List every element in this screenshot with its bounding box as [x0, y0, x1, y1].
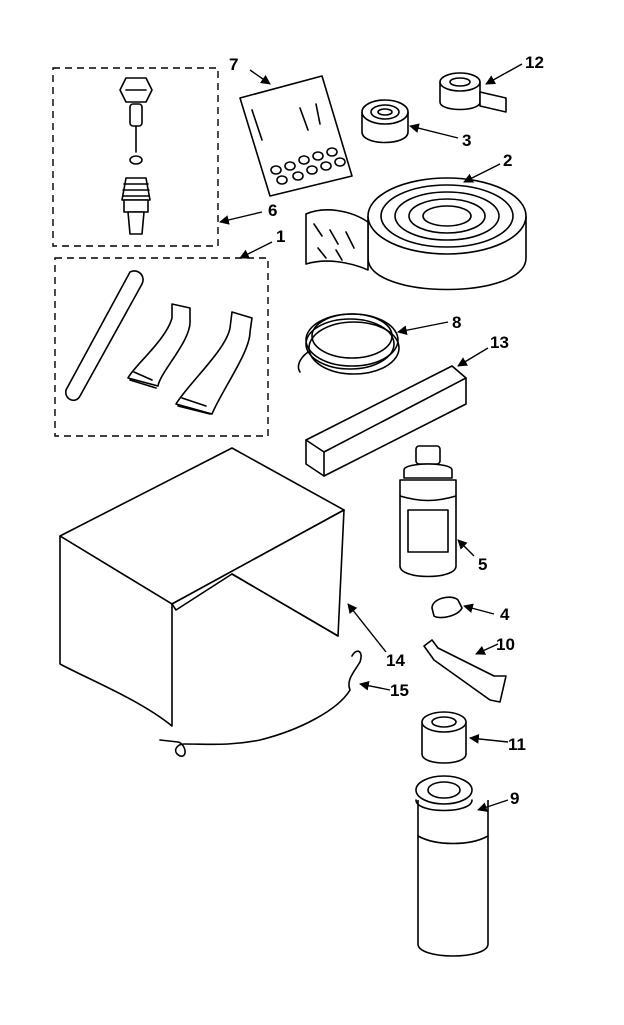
part-10-tube	[423, 639, 507, 703]
part-2-foam-tape	[305, 177, 527, 291]
part-9-aerosol-can	[415, 775, 489, 957]
callout-3: 3	[462, 131, 472, 150]
callout-4: 4	[500, 605, 510, 624]
part-1-sealant-kit	[54, 257, 269, 437]
part-15-cord	[159, 650, 362, 757]
callout-15: 15	[390, 681, 409, 700]
part-13-foam-strip	[305, 365, 467, 477]
callout-13: 13	[490, 333, 509, 352]
callout-7: 7	[229, 55, 239, 74]
part-7-hardware-bag	[239, 75, 353, 197]
part-5-bottle	[399, 445, 457, 578]
part-8-wire-coil	[297, 313, 400, 375]
part-11-ring	[421, 711, 467, 764]
callout-1: 1	[276, 227, 286, 246]
part-14-cover	[59, 447, 345, 727]
callout-5: 5	[478, 555, 488, 574]
callout-9: 9	[510, 789, 520, 808]
callout-6: 6	[268, 201, 278, 220]
part-12-tape-roll	[439, 72, 507, 113]
part-3-tape	[361, 99, 409, 144]
callout-8: 8	[452, 313, 462, 332]
callout-12: 12	[525, 53, 544, 72]
part-6-flare-fitting	[52, 67, 219, 247]
part-4-plug	[431, 596, 463, 619]
callout-14: 14	[386, 651, 405, 670]
callout-leaders	[219, 63, 523, 812]
callout-10: 10	[496, 635, 515, 654]
callout-11: 11	[508, 735, 526, 754]
callout-2: 2	[503, 151, 513, 170]
